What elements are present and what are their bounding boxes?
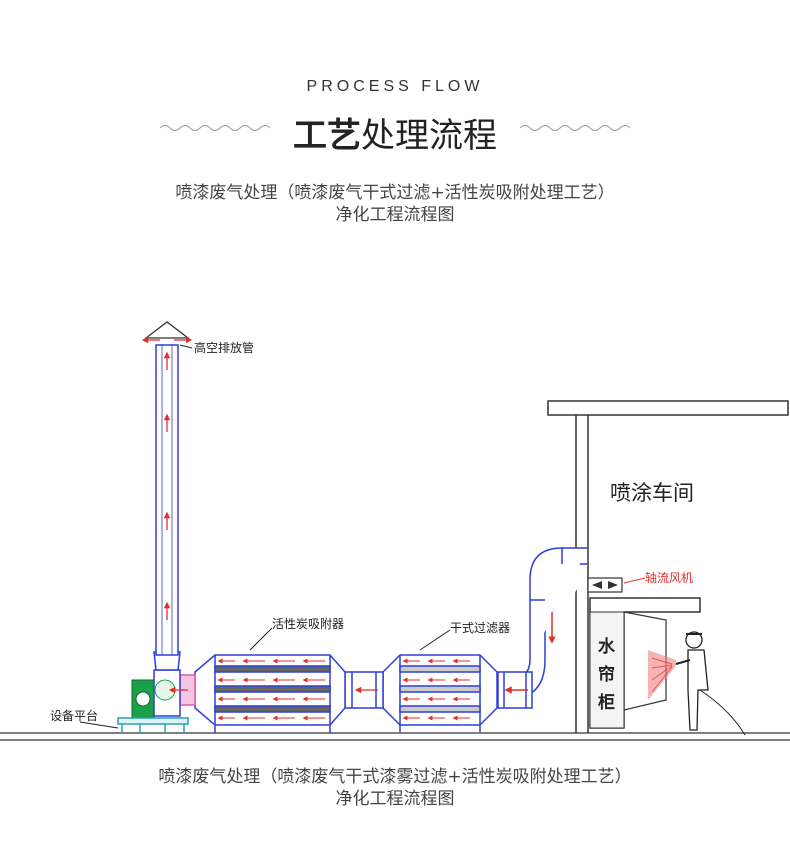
spray-mist xyxy=(648,650,676,700)
stack-leader-line xyxy=(179,344,193,349)
curtain-label-1: 水 xyxy=(598,636,616,657)
title-accent: 工艺 xyxy=(293,116,361,156)
caption-top: 喷漆废气处理（喷漆废气干式过滤+活性炭吸附处理工艺） 净化工程流程图 xyxy=(0,182,790,226)
left-wave-decoration xyxy=(160,125,270,131)
platform-label: 设备平台 xyxy=(50,708,98,723)
exhaust-fan-unit xyxy=(131,651,181,719)
spray-booth-building xyxy=(547,400,789,733)
curtain-label-3: 柜 xyxy=(598,692,615,713)
carbon-adsorber xyxy=(194,654,346,733)
water-curtain-cabinet xyxy=(589,597,701,729)
fan-leader-line xyxy=(623,577,646,584)
caption-bottom: 喷漆废气处理（喷漆废气干式漆雾过滤+活性炭吸附处理工艺） 净化工程流程图 xyxy=(0,766,790,810)
title-rest: 处理流程 xyxy=(361,116,497,156)
dry-filter-flow xyxy=(402,658,470,721)
caption-top-line2: 净化工程流程图 xyxy=(335,205,455,225)
fan-label: 轴流风机 xyxy=(645,570,693,585)
stack-flow-arrows xyxy=(141,336,193,620)
curtain-label-2: 帘 xyxy=(598,664,615,685)
filter-leader-line xyxy=(419,629,451,651)
caption-bottom-line2: 净化工程流程图 xyxy=(335,789,455,809)
stack-label: 高空排放管 xyxy=(194,340,254,355)
inlet-duct xyxy=(497,547,588,709)
page-title: 工艺处理流程 xyxy=(0,108,790,157)
section-eyebrow: PROCESS FLOW xyxy=(306,78,484,95)
booth-label: 喷涂车间 xyxy=(610,481,694,505)
dry-filter xyxy=(382,654,498,732)
platform-leader-line xyxy=(79,721,119,729)
stack-rain-cap xyxy=(144,321,190,339)
filter-label: 干式过滤器 xyxy=(450,621,510,635)
equipment-platform xyxy=(117,717,189,733)
spray-worker xyxy=(675,631,746,736)
ground-line xyxy=(0,732,790,741)
carbon-adsorber-flow xyxy=(217,658,325,721)
carbon-label: 活性炭吸附器 xyxy=(272,617,344,631)
caption-bottom-line1: 喷漆废气处理（喷漆废气干式漆雾过滤+活性炭吸附处理工艺） xyxy=(158,767,632,787)
axial-fan xyxy=(587,577,623,593)
caption-top-line1: 喷漆废气处理（喷漆废气干式过滤+活性炭吸附处理工艺） xyxy=(175,183,615,203)
right-wave-decoration xyxy=(520,125,630,131)
exhaust-stack xyxy=(155,344,179,656)
carbon-leader-line xyxy=(249,627,273,651)
